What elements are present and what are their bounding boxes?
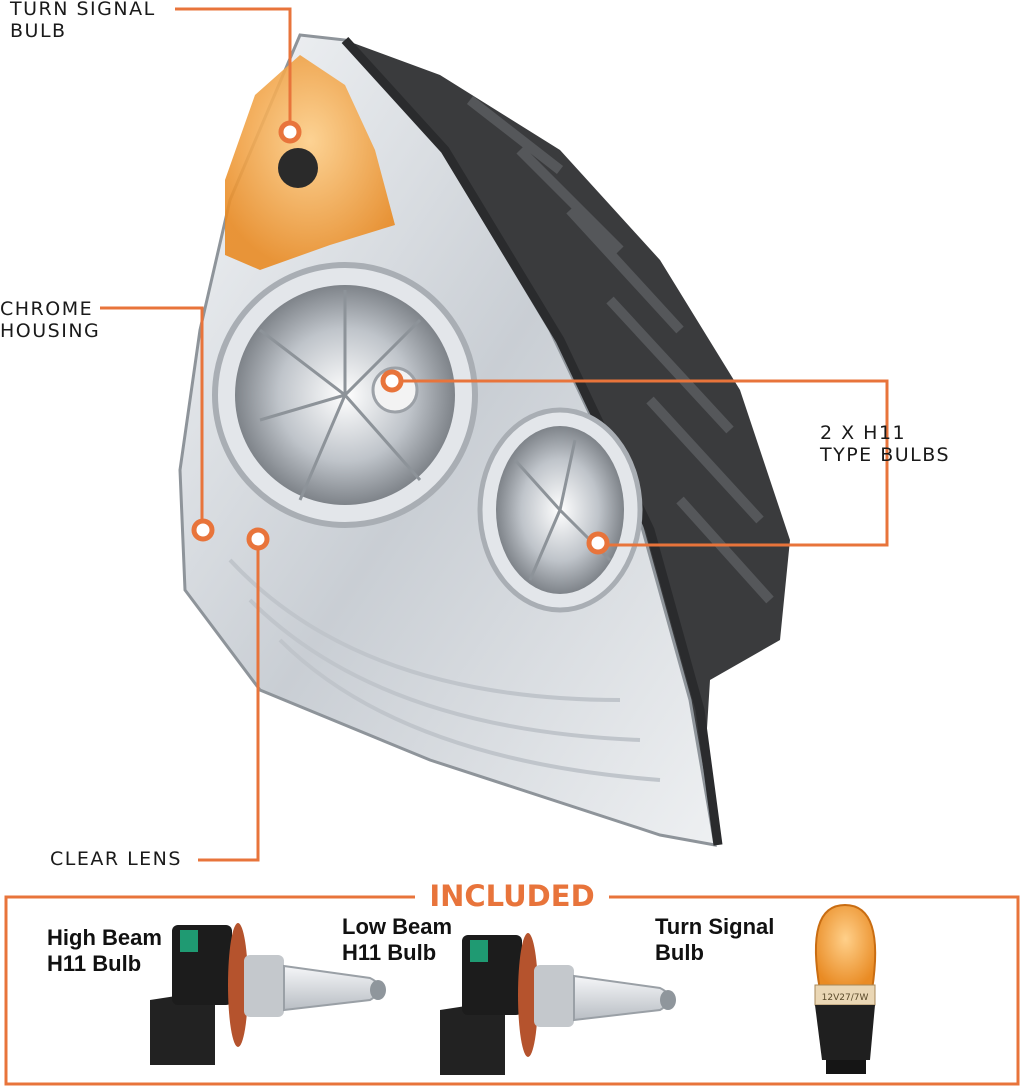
clear-lens-label: CLEAR LENS xyxy=(50,848,182,870)
callout-dots xyxy=(191,120,610,555)
high-beam-bulb-image xyxy=(150,923,386,1065)
low-beam-dot xyxy=(586,531,610,555)
chrome-housing-leader xyxy=(100,306,204,530)
high-beam-dot xyxy=(380,369,404,393)
clear-lens-dot xyxy=(246,527,270,551)
chrome-housing-dot xyxy=(191,518,215,542)
high-beam-facets xyxy=(259,290,422,501)
lower-reflector-ridges xyxy=(228,558,661,782)
turn-signal-leader xyxy=(175,7,292,130)
headlamp xyxy=(178,33,790,847)
clear-lens-leader xyxy=(198,540,260,862)
turn-signal-dot xyxy=(278,120,302,144)
included-title: INCLUDED xyxy=(415,878,609,914)
bulb-marking: 12V27/7W xyxy=(822,993,869,1003)
h11-leader-upper xyxy=(392,379,889,547)
rear-housing-ribs xyxy=(466,96,774,604)
turn-signal-bulb-image: 12V27/7W xyxy=(814,903,877,1074)
turn-signal-socket xyxy=(278,148,318,188)
callout-lines xyxy=(100,7,889,862)
low-beam-bulb-image xyxy=(440,933,676,1075)
